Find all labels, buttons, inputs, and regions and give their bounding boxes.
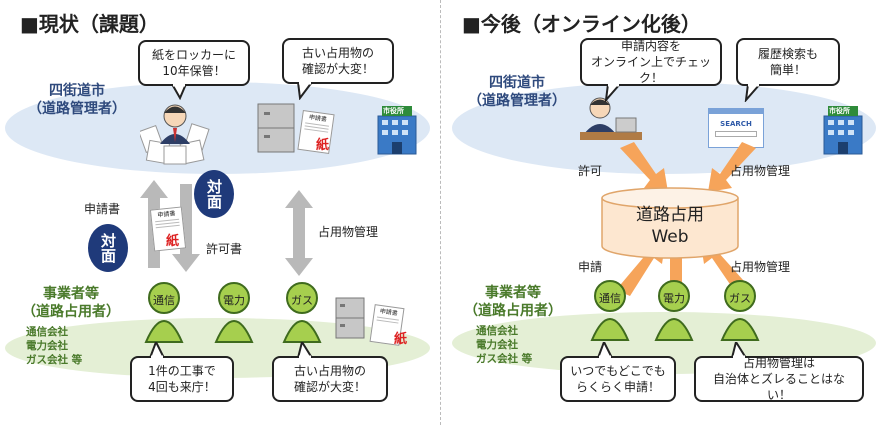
search-window-icon: SEARCH (708, 108, 764, 148)
bubble-tail (597, 342, 613, 358)
person-electric-label: 電力 (223, 294, 245, 307)
bubble-line: 1件の工事で (148, 364, 216, 378)
face-to-face-badge: 対面 (88, 224, 128, 272)
person-electric-icon (654, 280, 694, 341)
city-name: 四街道市 (489, 75, 545, 91)
business-list-item: 通信会社 (476, 325, 518, 337)
locker-icon (257, 103, 295, 153)
person-telecom-label: 通信 (153, 294, 175, 307)
bubble-visits: 1件の工事で 4回も来庁！ (130, 356, 234, 402)
bubble-tail (604, 84, 621, 102)
business-role: （道路占用者） (464, 303, 562, 319)
paper-mark: 紙 (166, 234, 180, 249)
business-list-item: ガス会社 等 (476, 353, 533, 365)
bubble-line: 自治体とズレることはない！ (712, 372, 845, 402)
right-business-list: 通信会社 電力会社 ガス会社 等 (476, 324, 532, 366)
business-list-item: 通信会社 (26, 326, 68, 338)
person-telecom-icon (590, 280, 630, 341)
web-system-cylinder (601, 187, 739, 259)
web-system-line: Web (651, 227, 689, 247)
left-business-label: 事業者等 （道路占用者） (16, 285, 126, 321)
occupancy-bottom-label: 占用物管理 (730, 260, 791, 274)
bubble-line: 簡単！ (769, 63, 806, 77)
person-electric-label: 電力 (663, 292, 685, 305)
clerk-paper-pile-icon (140, 104, 210, 165)
city-hall-icon (377, 106, 417, 155)
bubble-tail (297, 82, 313, 100)
bubble-line: いつでもどこでも (570, 364, 666, 378)
bubble-line: 履歴検索も (757, 47, 818, 61)
person-gas-label: ガス (729, 292, 751, 305)
bubble-paper-storage: 紙をロッカーに 10年保管！ (138, 40, 250, 86)
left-city-ellipse (5, 82, 430, 174)
person-gas-icon (720, 280, 760, 341)
person-gas-label: ガス (291, 294, 313, 307)
person-telecom-icon (144, 282, 184, 343)
left-title: ■現状（課題） (20, 12, 159, 36)
right-business-label: 事業者等 （道路占用者） (458, 284, 568, 320)
left-city-label: 四街道市 （道路管理者） (22, 82, 132, 118)
occupancy-management-arrow (285, 190, 313, 276)
business-list-item: 電力会社 (476, 339, 518, 351)
paper-mark: 紙 (394, 332, 408, 347)
bubble-line: 確認が大変！ (293, 380, 366, 394)
paper-mark: 紙 (316, 138, 330, 153)
bubble-line: 古い占用物の (301, 46, 374, 60)
locker-icon (335, 297, 365, 339)
bubble-line: 申請内容を (620, 39, 681, 53)
bubble-line: 10年保管！ (162, 64, 226, 78)
business-role: （道路占用者） (22, 304, 120, 320)
city-name: 四街道市 (49, 83, 105, 99)
bubble-line: オンライン上でチェック！ (590, 55, 711, 85)
city-role: （道路管理者） (468, 93, 566, 109)
right-city-ellipse (452, 82, 876, 174)
bubble-line: 確認が大変！ (301, 62, 374, 76)
business-name: 事業者等 (485, 285, 541, 301)
application-label: 申請 (578, 260, 603, 274)
city-hall-sign: 市役所 (383, 107, 404, 115)
business-list-item: ガス会社 等 (26, 354, 83, 366)
bubble-line: 古い占用物の (293, 364, 366, 378)
city-hall-icon (823, 106, 863, 155)
web-system-label: 道路占用 Web (600, 204, 740, 248)
city-role: （道路管理者） (28, 101, 126, 117)
bubble-tail (744, 84, 761, 102)
web-system-line: 道路占用 (636, 205, 704, 225)
bubble-line: 4回も来庁！ (148, 380, 216, 394)
document-label: 申請書 (157, 210, 176, 220)
bubble-tail (171, 84, 187, 100)
bubble-online-check: 申請内容を オンライン上でチェック！ (580, 38, 722, 86)
bubble-tail (297, 342, 313, 358)
bubble-history: 履歴検索も 簡単！ (736, 38, 840, 86)
bubble-anywhere: いつでもどこでも らくらく申請！ (560, 356, 676, 402)
right-title: ■今後（オンライン化後） (462, 12, 701, 36)
bubble-line: 占用物管理は (742, 356, 815, 370)
business-list-item: 電力会社 (26, 340, 68, 352)
bubble-confirm-bottom: 古い占用物の 確認が大変！ (272, 356, 388, 402)
face-to-face-badge: 対面 (194, 170, 234, 218)
permit-label: 許可書 (206, 242, 243, 256)
left-business-list: 通信会社 電力会社 ガス会社 等 (26, 325, 82, 367)
person-electric-icon (214, 282, 254, 343)
person-telecom-label: 通信 (599, 292, 621, 305)
city-hall-sign: 市役所 (829, 107, 850, 115)
right-city-label: 四街道市 （道路管理者） (462, 74, 572, 110)
bubble-tail (149, 342, 165, 358)
section-divider (440, 0, 441, 425)
bubble-confirm-top: 古い占用物の 確認が大変！ (282, 38, 394, 84)
search-text: SEARCH (720, 120, 752, 128)
person-gas-icon (282, 282, 322, 343)
bubble-no-gap: 占用物管理は 自治体とズレることはない！ (694, 356, 864, 402)
business-name: 事業者等 (43, 286, 99, 302)
bubble-line: 紙をロッカーに (151, 48, 236, 62)
application-label: 申請書 (84, 202, 121, 216)
bubble-line: らくらく申請！ (575, 380, 660, 394)
bubble-tail (731, 342, 747, 358)
occupancy-top-label: 占用物管理 (730, 164, 791, 178)
occupancy-label: 占用物管理 (318, 225, 379, 239)
permit-label: 許可 (578, 164, 603, 178)
